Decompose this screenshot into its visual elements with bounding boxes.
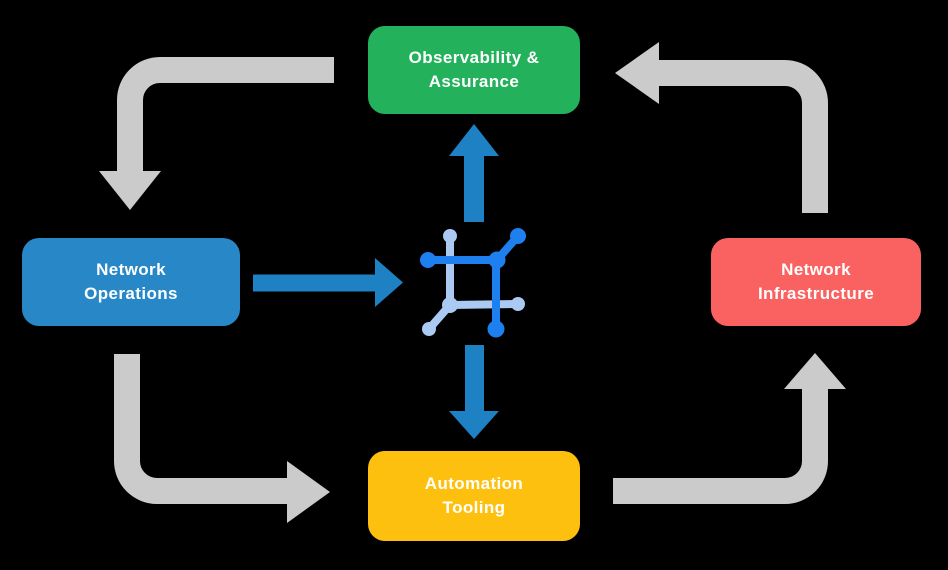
network-fabric-icon bbox=[420, 228, 526, 338]
arrow-center-to-automation bbox=[449, 345, 499, 439]
arrow-center-to-observability bbox=[449, 124, 499, 222]
arrowhead-right-icon bbox=[287, 461, 330, 523]
arrowhead-down-icon bbox=[449, 411, 499, 439]
node-label: Network Operations bbox=[84, 260, 178, 303]
arrow-shaft bbox=[117, 57, 334, 171]
arrowhead-up-icon bbox=[449, 124, 499, 156]
arrowhead-up-icon bbox=[784, 353, 846, 389]
arrowhead-down-icon bbox=[99, 171, 161, 210]
node-label: Automation Tooling bbox=[424, 474, 524, 517]
arrow-automation-to-infrastructure bbox=[613, 353, 846, 504]
node-automation-tooling: Automation Tooling bbox=[368, 451, 580, 541]
node-network-infrastructure: Network Infrastructure bbox=[711, 238, 921, 326]
arrow-shaft bbox=[613, 389, 828, 504]
arrowhead-right-icon bbox=[375, 258, 403, 307]
arrow-shaft bbox=[253, 274, 375, 292]
node-label: Observability & Assurance bbox=[408, 48, 540, 91]
arrow-infrastructure-to-observability bbox=[615, 42, 828, 213]
arrow-operations-to-automation bbox=[114, 354, 330, 523]
arrow-observability-to-operations bbox=[99, 57, 334, 210]
arrow-shaft bbox=[114, 354, 287, 504]
arrow-shaft bbox=[659, 60, 828, 213]
node-observability-assurance: Observability & Assurance bbox=[368, 26, 580, 114]
arrow-operations-to-center bbox=[253, 258, 403, 307]
node-network-operations: Network Operations bbox=[22, 238, 240, 326]
arrow-shaft bbox=[464, 155, 484, 222]
node-label: Network Infrastructure bbox=[757, 260, 875, 303]
arrow-shaft bbox=[465, 345, 484, 412]
arrowhead-left-icon bbox=[615, 42, 659, 104]
